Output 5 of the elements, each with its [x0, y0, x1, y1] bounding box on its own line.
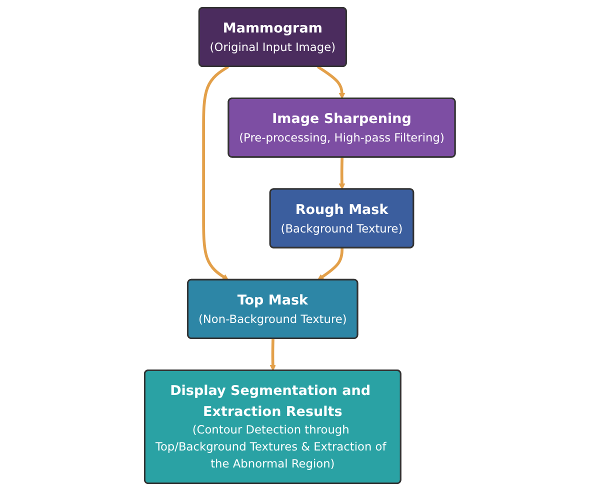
arrow [202, 66, 229, 280]
arrow [317, 248, 344, 280]
arrow [316, 66, 345, 99]
arrow [269, 338, 276, 371]
arrow [338, 157, 345, 190]
